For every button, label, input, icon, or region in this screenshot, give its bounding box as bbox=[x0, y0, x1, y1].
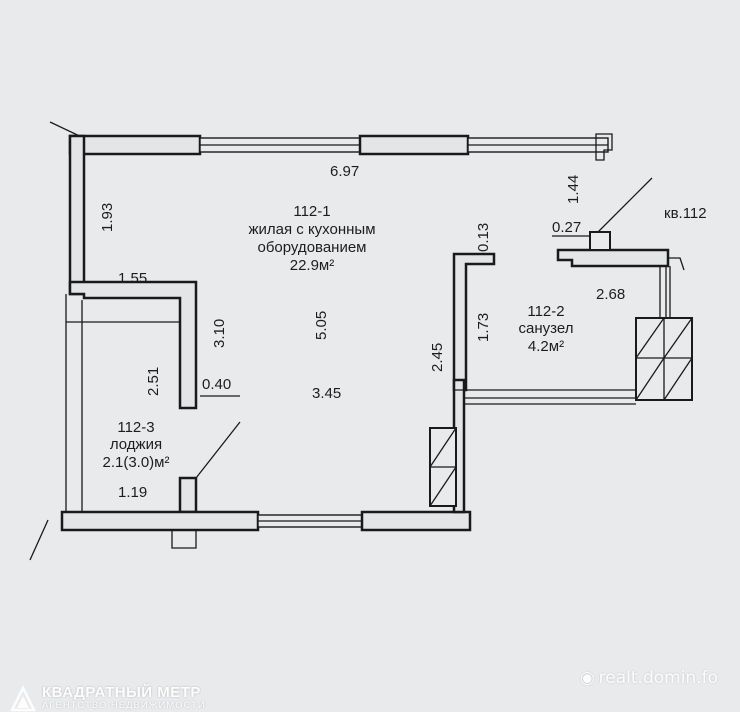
dim-partition-thickness: 0.13 bbox=[475, 223, 492, 252]
brand-watermark: КВАДРАТНЫЙ МЕТР АГЕНТСТВО НЕДВИЖИМОСТИ bbox=[10, 685, 206, 712]
room-living: 112-1 жилая с кухонным оборудованием 22.… bbox=[248, 203, 375, 274]
dim-ledge-width: 1.55 bbox=[118, 270, 147, 287]
dim-room-depth: 5.05 bbox=[313, 311, 330, 340]
room-loggia-name: лоджия bbox=[110, 436, 162, 453]
room-bathroom-name: санузел bbox=[519, 320, 574, 337]
dim-column-height: 3.10 bbox=[211, 319, 228, 348]
brand-logo-icon bbox=[10, 685, 36, 711]
site-watermark: ◉ realt.domin.fo bbox=[580, 668, 718, 688]
room-loggia: 112-3 лоджия 2.1(3.0)м² bbox=[102, 419, 169, 471]
room-bathroom-code: 112-2 bbox=[527, 303, 564, 320]
room-loggia-area: 2.1(3.0)м² bbox=[102, 454, 169, 471]
dim-left-upper: 1.93 bbox=[99, 203, 116, 232]
room-bathroom-area: 4.2м² bbox=[528, 338, 564, 355]
left-wall bbox=[65, 134, 198, 512]
bathroom-partition bbox=[429, 252, 636, 514]
room-living-area: 22.9м² bbox=[290, 257, 335, 274]
dim-top-width: 6.97 bbox=[330, 163, 359, 180]
room-living-code: 112-1 bbox=[293, 203, 330, 220]
dim-bath-width: 2.68 bbox=[596, 286, 625, 303]
bottom-wall bbox=[60, 476, 472, 549]
top-wall bbox=[68, 133, 613, 161]
site-logo-icon: ◉ bbox=[579, 668, 595, 688]
dim-loggia-depth: 2.51 bbox=[145, 367, 162, 396]
dim-partition-height: 2.45 bbox=[429, 343, 446, 372]
brand-name: КВАДРАТНЫЙ МЕТР bbox=[42, 684, 201, 701]
dim-room-width: 3.45 bbox=[312, 385, 341, 402]
room-living-name-2: оборудованием bbox=[257, 239, 366, 256]
room-loggia-code: 112-3 bbox=[117, 419, 154, 436]
room-bathroom: 112-2 санузел 4.2м² bbox=[519, 303, 574, 355]
room-living-name-1: жилая с кухонным bbox=[248, 221, 375, 238]
dim-right-upper: 1.44 bbox=[565, 175, 582, 204]
apartment-label: кв.112 bbox=[664, 205, 707, 222]
site-name: realt.domin.fo bbox=[598, 668, 718, 688]
dim-bath-wall-height: 1.73 bbox=[475, 313, 492, 342]
dim-column-width: 0.40 bbox=[202, 376, 231, 393]
bathroom-right bbox=[556, 231, 693, 401]
brand-tagline: АГЕНТСТВО НЕДВИЖИМОСТИ bbox=[42, 700, 206, 711]
dim-vent-width: 0.27 bbox=[552, 219, 581, 236]
dim-loggia-width: 1.19 bbox=[118, 484, 147, 501]
